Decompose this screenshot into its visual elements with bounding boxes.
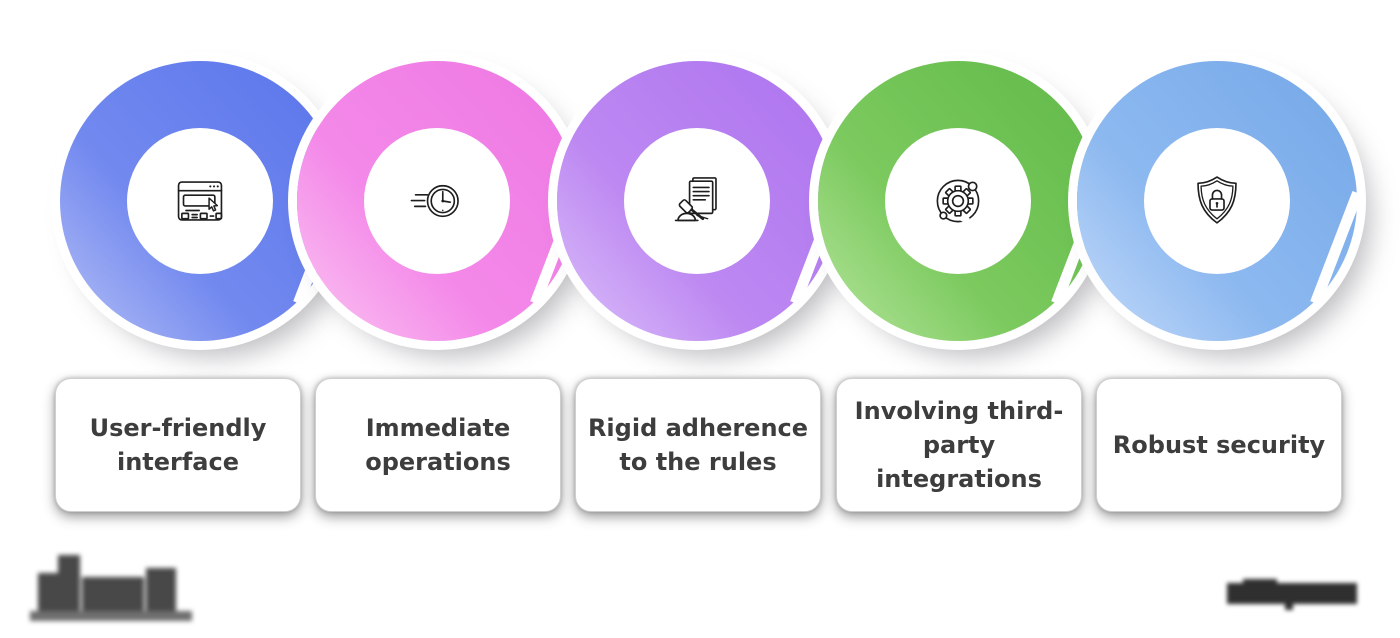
logo-fragment	[82, 577, 144, 613]
shield-lock-icon	[1197, 176, 1237, 224]
feature-card-label: User-friendly interface	[89, 413, 267, 476]
censored-wordmark-right	[1227, 579, 1363, 611]
feature-circle-integrations	[818, 61, 1104, 341]
browser-cursor-icon	[177, 181, 223, 221]
censored-logo-left	[30, 555, 200, 621]
speed-clock-icon	[410, 184, 459, 218]
logo-fragment	[58, 555, 80, 613]
feature-card-label: Rigid adherence to the rules	[587, 413, 809, 476]
feature-card-operations: Immediate operations	[315, 378, 561, 512]
wordmark-fragment	[1227, 583, 1357, 604]
feature-card-label: Immediate operations	[365, 413, 511, 476]
feature-card-integrations: Involving third-party integrations	[836, 378, 1082, 512]
icon-disc	[885, 128, 1031, 274]
feature-card-label: Involving third-party integrations	[854, 396, 1064, 494]
gear-integration-icon	[936, 179, 980, 225]
wordmark-fragment	[1243, 579, 1277, 588]
feature-circle-operations	[297, 61, 583, 341]
wordmark-fragment	[1285, 603, 1293, 610]
feature-card-security: Robust security	[1096, 378, 1342, 512]
icon-disc	[364, 128, 510, 274]
icon-disc	[127, 128, 273, 274]
feature-card-interface: User-friendly interface	[55, 378, 301, 512]
icon-disc	[1144, 128, 1290, 274]
document-gavel-icon	[674, 177, 717, 222]
feature-circle-interface	[60, 61, 346, 341]
feature-card-label: Robust security	[1112, 430, 1326, 459]
feature-circle-security	[1077, 61, 1363, 341]
logo-fragment	[146, 568, 176, 613]
feature-circle-rules	[557, 61, 843, 341]
logo-fragment	[30, 611, 192, 621]
feature-card-rules: Rigid adherence to the rules	[575, 378, 821, 512]
icon-disc	[624, 128, 770, 274]
